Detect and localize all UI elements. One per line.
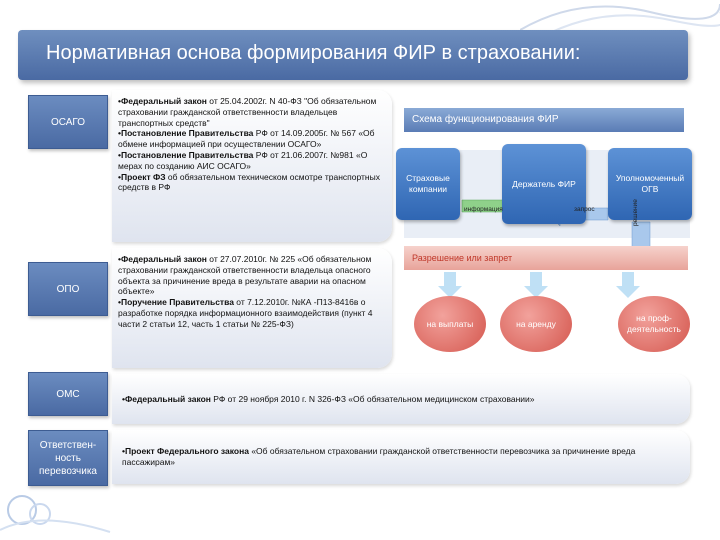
info-arrow-label: информация <box>464 206 503 213</box>
outcome-professional: на проф-деятельность <box>618 296 690 352</box>
section-content-osago: •Федеральный закон от 25.04.2002г. N 40-… <box>112 90 392 242</box>
section-label-carrier: Ответствен-ность перевозчика <box>28 430 108 486</box>
law-item: •Постановление Правительства РФ от 14.09… <box>118 128 375 150</box>
decision-arrow-label: решение <box>632 199 639 226</box>
law-item: •Проект Федерального закона «Об обязател… <box>122 446 636 467</box>
section-content-opo: •Федеральный закон от 27.07.2010г. № 225… <box>112 248 392 368</box>
section-label-osago: ОСАГО <box>28 95 108 149</box>
outcome-payments: на выплаты <box>414 296 486 352</box>
section-label-opo: ОПО <box>28 262 108 316</box>
decorative-swirl-top <box>520 3 720 39</box>
section-content-carrier: •Проект Федерального закона «Об обязател… <box>112 430 690 484</box>
title-bar: Нормативная основа формирования ФИР в ст… <box>18 30 688 80</box>
diagram-title: Схема функционирования ФИР <box>404 108 684 132</box>
insurers-box: Страховые компании <box>396 148 460 220</box>
law-item: •Поручение Правительства от 7.12.2010г. … <box>118 297 373 329</box>
fir-holder-box: Держатель ФИР <box>502 144 586 224</box>
request-arrow-label: запрос <box>574 206 595 213</box>
permission-bar: Разрешение или запрет <box>404 246 688 270</box>
law-item: •Постановление Правительства РФ от 21.06… <box>118 149 368 171</box>
page-title: Нормативная основа формирования ФИР в ст… <box>46 42 581 64</box>
law-item: •Проект ФЗ об обязательном техническом о… <box>118 171 380 193</box>
section-label-oms: ОМС <box>28 372 108 416</box>
law-item: •Федеральный закон РФ от 29 ноября 2010 … <box>122 394 535 404</box>
law-item: •Федеральный закон от 27.07.2010г. № 225… <box>118 254 372 297</box>
authority-box: Уполномоченный ОГВ <box>608 148 692 220</box>
law-item: •Федеральный закон от 25.04.2002г. N 40-… <box>118 96 377 128</box>
decorative-swirl-bottom <box>0 495 111 533</box>
outcome-rent: на аренду <box>500 296 572 352</box>
section-content-oms: •Федеральный закон РФ от 29 ноября 2010 … <box>112 374 690 424</box>
